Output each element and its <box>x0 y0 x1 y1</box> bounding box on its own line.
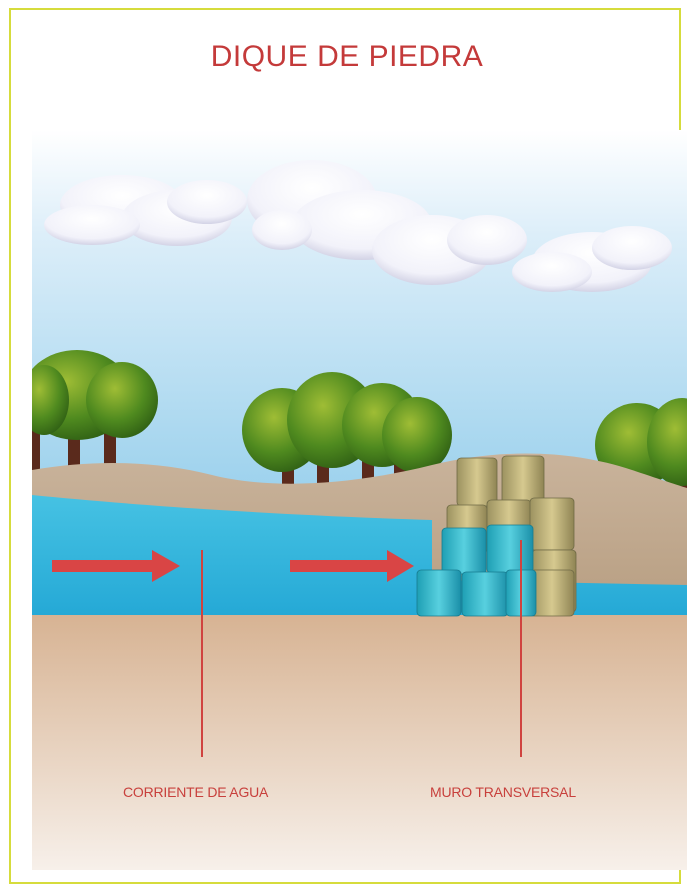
illustration <box>32 130 687 870</box>
cloud-right <box>512 226 672 292</box>
flow-arrow-left <box>52 550 180 582</box>
label-wall: MURO TRANSVERSAL <box>430 784 576 800</box>
ground <box>32 615 687 870</box>
stone-wall <box>416 455 577 617</box>
cloud-left <box>44 175 247 246</box>
label-stream: CORRIENTE DE AGUA <box>123 784 269 800</box>
cloud-middle <box>247 160 527 285</box>
flow-arrow-right <box>290 550 414 582</box>
diagram-title: DIQUE DE PIEDRA <box>210 40 484 73</box>
